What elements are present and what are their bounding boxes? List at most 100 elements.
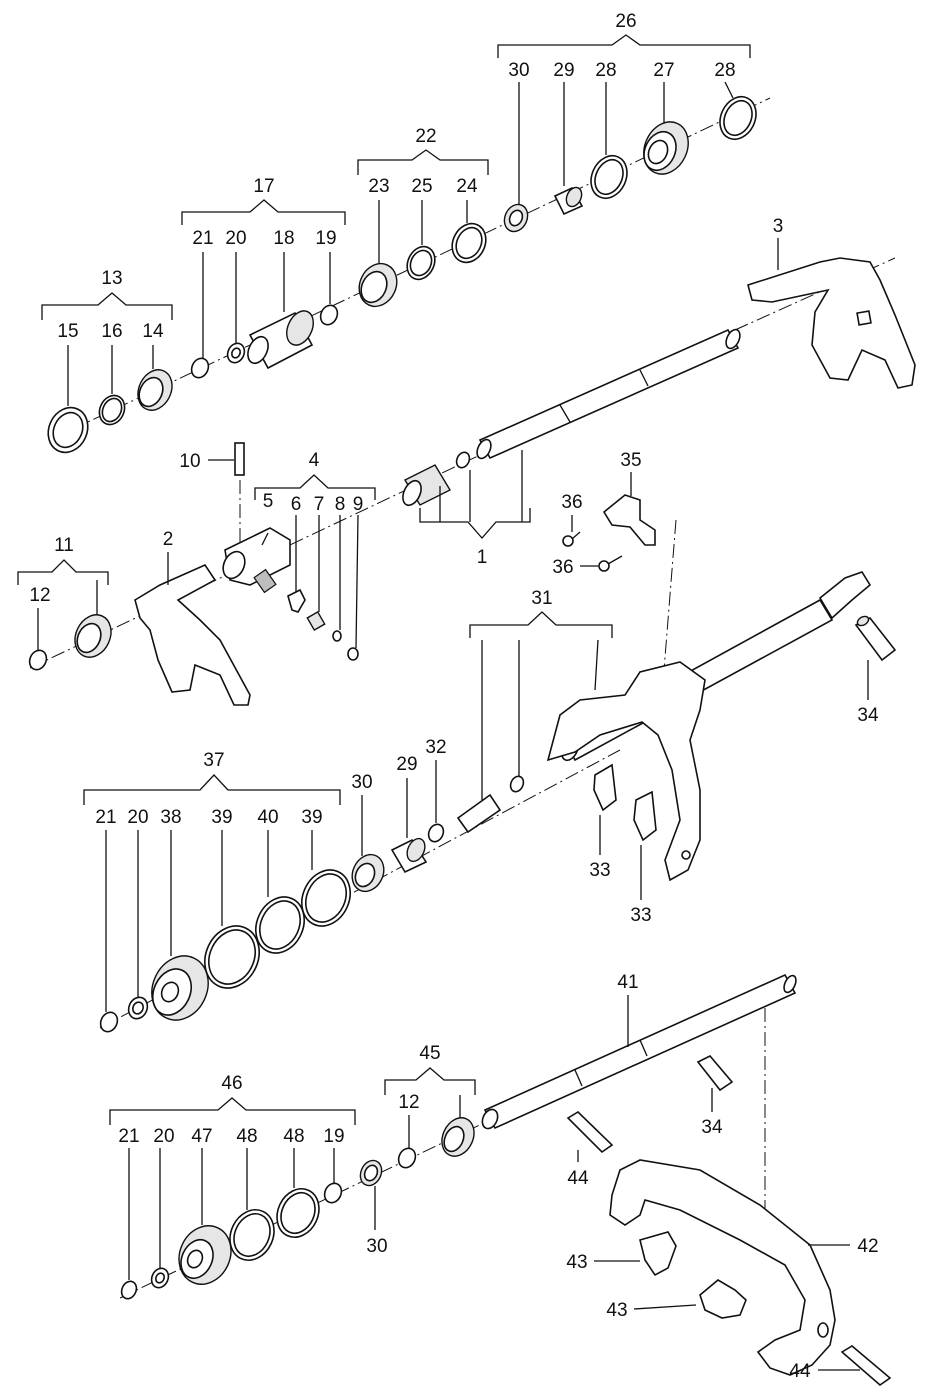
yoke-42 — [609, 1159, 836, 1376]
label-15: 15 — [57, 321, 78, 342]
label-12: 12 — [29, 585, 50, 606]
washer-20-bottom — [150, 1267, 170, 1289]
label-38: 38 — [160, 807, 181, 828]
label-20: 20 — [127, 807, 148, 828]
label-45: 45 — [419, 1043, 440, 1064]
ring-40 — [255, 896, 305, 954]
label-39: 39 — [301, 807, 322, 828]
clip-21-lower — [99, 1011, 119, 1033]
bearing-27 — [643, 121, 689, 175]
seal-14 — [137, 369, 173, 411]
label-35: 35 — [620, 450, 641, 471]
label-20: 20 — [153, 1126, 174, 1147]
label-18: 18 — [273, 228, 294, 249]
label-29: 29 — [396, 754, 417, 775]
label-33: 33 — [589, 860, 610, 881]
ring-24 — [451, 222, 487, 264]
washer-20-lower — [127, 996, 149, 1020]
ring-28-right — [719, 96, 757, 140]
pin-44-upper — [566, 1110, 614, 1154]
clip-9 — [347, 647, 359, 661]
label-37: 37 — [203, 750, 224, 771]
shift-rod-31 — [561, 571, 872, 762]
seal-30-bottom — [359, 1159, 383, 1187]
yoke-42-hole — [817, 1322, 829, 1338]
label-27: 27 — [653, 60, 674, 81]
label-44: 44 — [789, 1361, 811, 1382]
middle-row-parts — [28, 442, 656, 706]
label-1: 1 — [477, 547, 488, 568]
label-41: 41 — [617, 972, 638, 993]
clip-31 — [509, 775, 525, 793]
label-21: 21 — [118, 1126, 139, 1147]
ring-19-bottom — [323, 1182, 343, 1204]
ring-15 — [47, 406, 89, 454]
label-40: 40 — [257, 807, 278, 828]
label-47: 47 — [191, 1126, 212, 1147]
label-30: 30 — [508, 60, 529, 81]
hub-47 — [178, 1225, 232, 1285]
label-43: 43 — [606, 1300, 627, 1321]
ring-48-right — [276, 1188, 320, 1238]
seal-23 — [358, 262, 398, 308]
lower-row-parts — [99, 823, 445, 1033]
fork-31 — [546, 661, 706, 882]
pad-43-lower — [699, 1279, 747, 1319]
label-43: 43 — [566, 1252, 587, 1273]
dog-5 — [222, 527, 291, 594]
clip-21-upper — [190, 357, 210, 379]
label-21: 21 — [192, 228, 213, 249]
coupling-31 — [456, 793, 502, 834]
pin-34-upper — [854, 615, 897, 662]
label-20: 20 — [225, 228, 246, 249]
label-8: 8 — [335, 494, 346, 515]
label-29: 29 — [553, 60, 574, 81]
pin-44-lower — [840, 1345, 892, 1387]
screw-36-lower — [598, 555, 623, 572]
ring-25 — [406, 245, 436, 281]
label-12: 12 — [398, 1092, 419, 1113]
label-46: 46 — [221, 1073, 242, 1094]
label-39: 39 — [211, 807, 232, 828]
bush-29-upper — [553, 186, 584, 216]
label-33: 33 — [630, 905, 651, 926]
clip-12-bottom — [397, 1147, 417, 1169]
rod-41 — [481, 973, 797, 1130]
label-2: 2 — [163, 529, 174, 550]
label-3: 3 — [773, 216, 784, 237]
clip-21-bottom — [120, 1280, 138, 1300]
label-13: 13 — [101, 268, 122, 289]
label-31: 31 — [531, 588, 552, 609]
clip-1 — [455, 451, 471, 469]
ball-8 — [332, 630, 342, 642]
label-5: 5 — [263, 491, 274, 512]
screw-36-upper — [562, 531, 581, 547]
pad-33-left — [593, 763, 617, 812]
label-4: 4 — [309, 450, 320, 471]
seal-30-lower — [351, 853, 385, 893]
clip-12-middle — [28, 649, 48, 671]
fork-2 — [134, 563, 251, 706]
ring-48-left — [229, 1209, 275, 1261]
label-16: 16 — [101, 321, 122, 342]
ring-39-left — [204, 925, 260, 989]
label-32: 32 — [425, 737, 446, 758]
label-34: 34 — [857, 705, 879, 726]
label-25: 25 — [411, 176, 432, 197]
label-23: 23 — [368, 176, 389, 197]
pad-43-upper — [639, 1231, 677, 1277]
fork-3 — [747, 257, 916, 389]
label-28: 28 — [714, 60, 735, 81]
label-10: 10 — [179, 451, 200, 472]
bracket-35 — [602, 494, 656, 546]
pin-34-lower — [696, 1055, 734, 1092]
pin-10 — [234, 442, 245, 476]
label-19: 19 — [315, 228, 336, 249]
label-30: 30 — [366, 1236, 387, 1257]
label-26: 26 — [615, 11, 636, 32]
upper-row-parts — [47, 96, 757, 454]
spring-7 — [306, 610, 326, 632]
label-9: 9 — [353, 494, 364, 515]
